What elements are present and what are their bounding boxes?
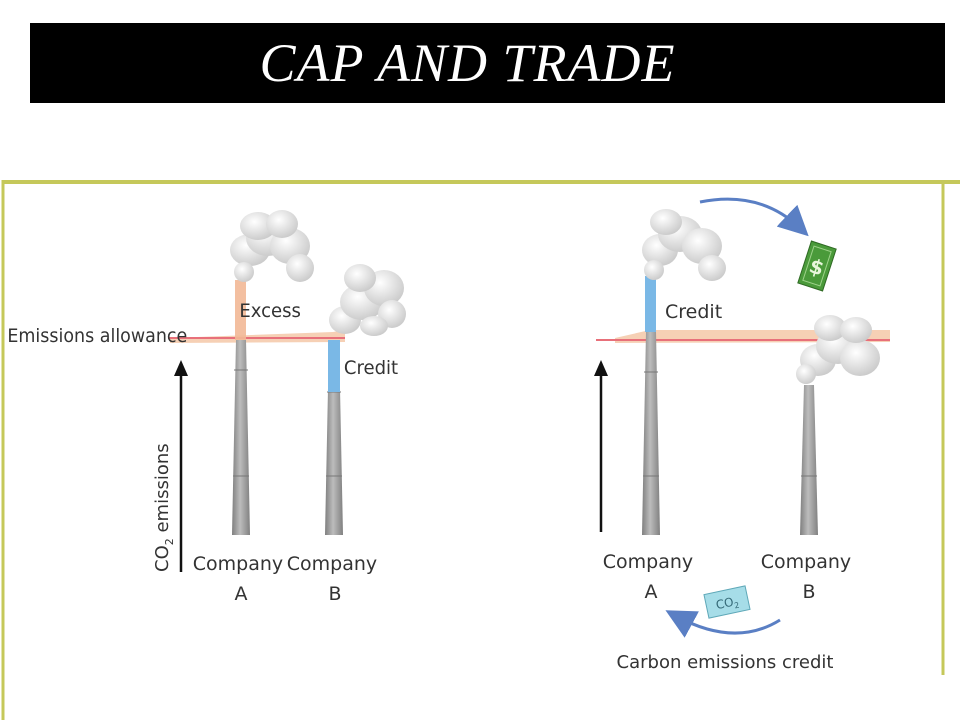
company-a-label-left: Company A — [193, 553, 289, 605]
right-panel: Credit $ Compa — [594, 197, 890, 673]
diagram-frame: Emissions allowance CO2 emissions — [0, 180, 960, 720]
company-b-stack-left — [325, 340, 343, 535]
carbon-emissions-credit-caption: Carbon emissions credit — [617, 652, 834, 673]
company-b-label-left: Company B — [287, 553, 383, 605]
smoke-plume-b-right — [796, 315, 880, 384]
credit-transfer-arrow — [665, 610, 781, 638]
cap-and-trade-diagram: Emissions allowance CO2 emissions — [1, 180, 960, 720]
company-a-stack-left — [232, 280, 250, 535]
emissions-allowance-label: Emissions allowance — [7, 325, 187, 347]
smoke-plume-a-right — [642, 209, 726, 281]
company-a-stack-right — [642, 276, 660, 535]
company-a-label-right: Company A — [603, 551, 699, 603]
smoke-plume-b-left — [329, 264, 406, 336]
company-b-label-right: Company B — [761, 551, 857, 603]
money-transfer-arrow — [699, 197, 809, 237]
credit-segment-right — [645, 276, 656, 332]
frame-border — [1, 180, 960, 720]
left-panel: Emissions allowance CO2 emissions — [7, 210, 406, 605]
excess-label: Excess — [239, 301, 301, 323]
axis-arrow-left — [174, 360, 188, 572]
allowance-band-left — [170, 330, 345, 343]
credit-label-right: Credit — [665, 301, 722, 323]
dollar-bill-icon: $ — [797, 240, 837, 292]
co2-emissions-axis-label: CO2 emissions — [152, 443, 176, 572]
co2-badge-text: CO2 — [715, 594, 741, 614]
smoke-plume-a-left — [230, 210, 314, 282]
axis-arrow-right — [594, 360, 608, 532]
credit-segment-left — [328, 340, 340, 392]
credit-label-left: Credit — [344, 358, 398, 380]
company-b-stack-right — [800, 385, 818, 535]
page-title: CAP AND TRADE — [259, 33, 676, 93]
co2-credit-badge-icon: CO2 — [703, 585, 751, 619]
title-bar: CAP AND TRADE — [30, 23, 945, 103]
excess-segment — [235, 280, 246, 340]
